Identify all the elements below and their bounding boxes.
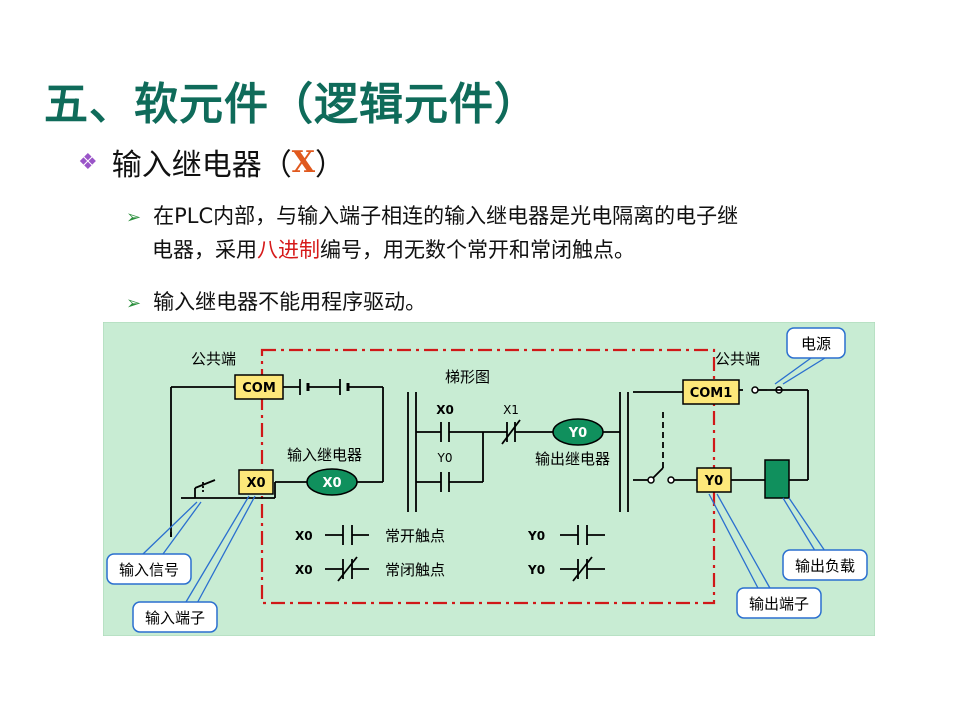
com-terminal-label: COM xyxy=(242,381,276,396)
x0-terminal xyxy=(238,469,274,495)
input-relay-label: 输入继电器 xyxy=(287,446,362,464)
arrow-bullet-icon: ➢ xyxy=(126,207,142,228)
output-relay-coil xyxy=(552,418,604,446)
page-title: 五、软元件（逻辑元件） xyxy=(44,79,539,130)
legend-no-label: 常开触点 xyxy=(385,527,445,545)
point-1-line2: 电器，采用八进制编号，用无数个常开和常闭触点。 xyxy=(126,234,906,266)
arrow-bullet-icon: ➢ xyxy=(126,293,142,314)
common-terminal-label-left: 公共端 xyxy=(191,350,236,368)
point-1-text-a: 电器，采用 xyxy=(152,238,257,262)
point-2-text: 输入继电器不能用程序驱动。 xyxy=(153,290,427,314)
y0-terminal-label: Y0 xyxy=(704,474,723,489)
heading-text: 输入继电器（ xyxy=(111,148,292,183)
ladder-label: 梯形图 xyxy=(445,368,490,386)
input-terminal-callout-text: 输入端子 xyxy=(145,609,205,627)
output-load-callout xyxy=(782,549,868,581)
output-contact-a xyxy=(647,476,655,484)
legend-x0-no: X0 xyxy=(295,529,313,543)
input-relay-coil xyxy=(306,468,358,496)
output-load-callout-text: 输出负载 xyxy=(795,557,855,575)
diagram-panel xyxy=(103,322,875,636)
input-signal-callout xyxy=(106,553,192,585)
contact-legend xyxy=(325,525,605,582)
section-heading: ❖ 输入继电器（X） xyxy=(78,140,345,184)
legend-y0-no: Y0 xyxy=(527,529,545,543)
heading-close: ） xyxy=(315,148,346,183)
input-relay-coil-label: X0 xyxy=(322,476,341,491)
input-terminal-callout xyxy=(132,601,218,633)
x0-terminal-label: X0 xyxy=(246,476,265,491)
ladder-x0-no: X0 xyxy=(436,403,454,417)
point-2: ➢ 输入继电器不能用程序驱动。 xyxy=(126,286,426,320)
output-terminal-callout xyxy=(736,587,822,619)
point-1-highlight: 八进制 xyxy=(257,238,320,262)
output-relay-label: 输出继电器 xyxy=(535,450,610,468)
ladder-rungs xyxy=(407,392,629,512)
output-load xyxy=(764,459,790,499)
output-relay-coil-label: Y0 xyxy=(568,426,587,441)
diamond-bullet-icon: ❖ xyxy=(78,149,98,175)
common-terminal-label-right: 公共端 xyxy=(715,350,760,368)
power-terminal-a xyxy=(751,386,759,394)
plc-diagram: COM 公共端 X0 X0 输入继电器 梯形图 X0 Y0 X1 Y0 输出继电… xyxy=(103,322,875,636)
point-1: ➢ 在PLC内部，与输入端子相连的输入继电器是光电隔离的电子继 电器，采用八进制编… xyxy=(126,200,906,266)
com1-terminal-label: COM1 xyxy=(690,386,733,401)
ladder-x1-nc: X1 xyxy=(503,403,519,417)
output-contact-b xyxy=(667,476,675,484)
point-1-line1: 在PLC内部，与输入端子相连的输入继电器是光电隔离的电子继 xyxy=(153,204,739,228)
input-circuit xyxy=(170,379,384,537)
point-1-text-b: 编号，用无数个常开和常闭触点。 xyxy=(320,238,635,262)
power-callout-text: 电源 xyxy=(801,335,831,353)
callout-leaders xyxy=(142,357,828,608)
legend-y0-nc: Y0 xyxy=(527,563,545,577)
ladder-y0-no: Y0 xyxy=(437,451,453,465)
com1-terminal xyxy=(682,379,740,405)
output-terminal-callout-text: 输出端子 xyxy=(749,595,809,613)
legend-x0-nc: X0 xyxy=(295,563,313,577)
heading-x: X xyxy=(291,144,316,180)
y0-terminal xyxy=(696,467,732,493)
com-terminal xyxy=(234,374,284,400)
power-callout xyxy=(786,327,846,359)
legend-nc-label: 常闭触点 xyxy=(385,561,445,579)
input-signal-callout-text: 输入信号 xyxy=(119,561,179,579)
